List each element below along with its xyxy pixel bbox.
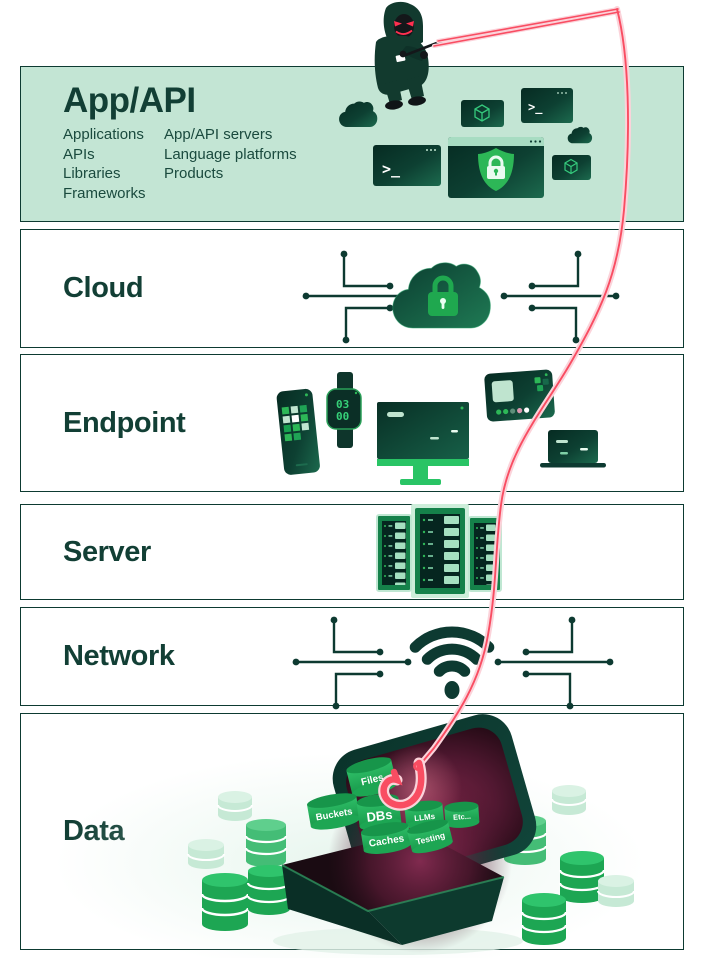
layer-label-endpoint: Endpoint [63,406,186,439]
layer-label-app-api: App/API [63,81,196,120]
app-api-text-block: App/API Applications APIs Libraries Fram… [63,83,297,203]
layer-cloud: Cloud [20,229,684,348]
list-item: Frameworks [63,184,146,202]
layer-server: Server [20,504,684,600]
layer-label-cloud: Cloud [63,272,144,304]
list-item: Libraries [63,165,121,182]
layer-label-server: Server [63,535,151,568]
list-item: Language platforms [164,145,297,163]
layer-data: Data [20,713,684,950]
list-item: Applications [63,126,144,143]
list-item: App/API servers [164,126,273,143]
layer-label-data: Data [63,815,125,847]
app-api-items-right: App/API servers Language platforms Produ… [164,125,297,203]
app-api-items-left: Applications APIs Libraries Frameworks [63,125,164,203]
layer-label-network: Network [63,640,175,672]
layer-network: Network [20,607,684,706]
layer-app-api: App/API Applications APIs Libraries Fram… [20,66,684,222]
list-item: Products [164,165,224,182]
list-item: APIs [63,145,95,163]
layer-endpoint: Endpoint [20,354,684,492]
